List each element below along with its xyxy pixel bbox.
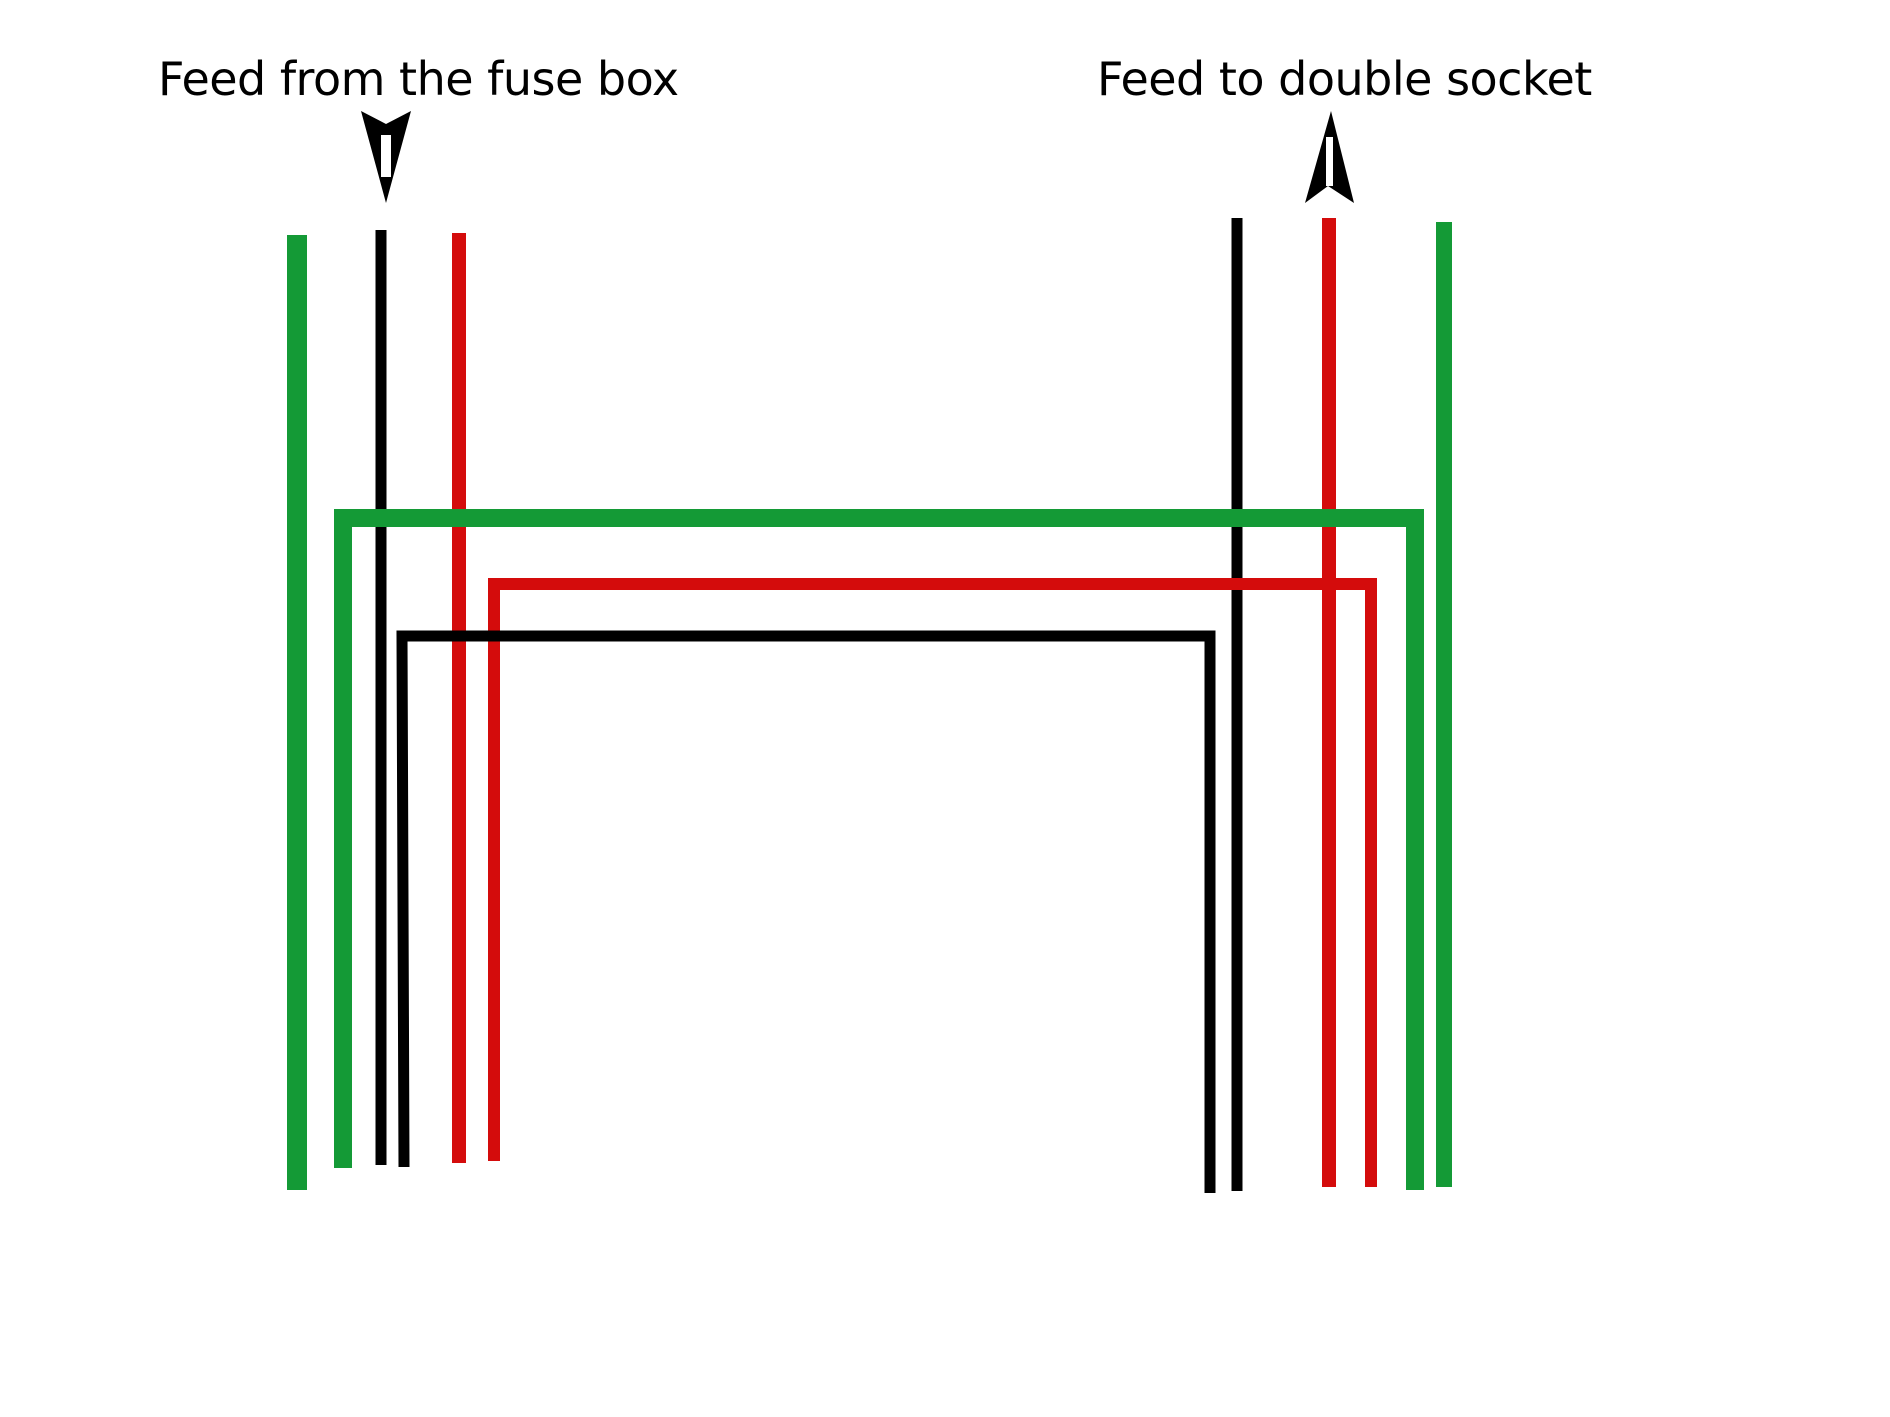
socket-feed-label: Feed to double socket <box>1097 52 1592 106</box>
live-link-wire <box>488 578 1377 1187</box>
fuse-box-feed-label: Feed from the fuse box <box>158 52 679 106</box>
up-arrow-icon <box>1305 111 1354 203</box>
down-arrow-icon <box>361 111 411 203</box>
neutral-link-wire <box>396 630 1216 1193</box>
earth-link-wire <box>334 509 1424 1190</box>
